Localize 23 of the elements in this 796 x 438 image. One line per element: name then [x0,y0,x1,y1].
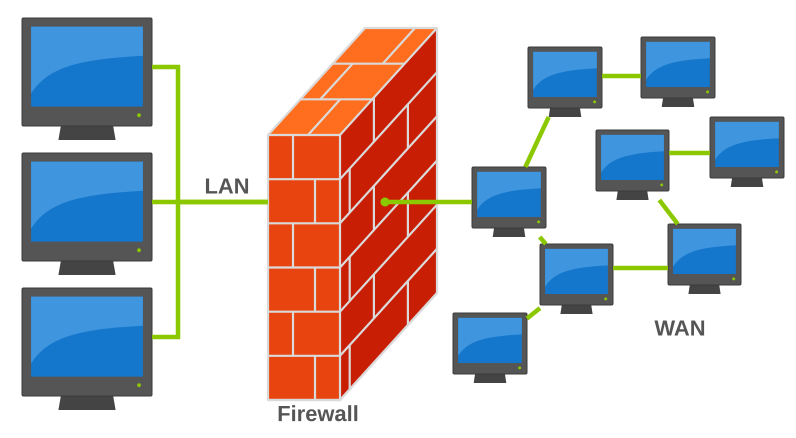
network-cable [669,150,710,156]
network-cable [602,74,641,78]
network-cable [523,116,551,168]
monitor-drawing [668,224,742,294]
monitor-drawing [22,18,152,140]
network-cable [526,306,542,320]
monitor-drawing [596,130,670,200]
firewall-label: Firewall [278,405,358,422]
monitor-drawing [452,312,528,383]
monitor-drawing [528,46,602,117]
monitor-drawing [540,244,614,314]
monitor-drawing [22,288,152,410]
monitor-drawing [22,152,152,275]
network-cable [538,236,548,246]
network-cable [613,266,668,270]
monitor-drawing [710,116,784,187]
monitor-drawing [472,166,546,237]
network-cable [152,200,268,340]
network-label: WAN [654,320,704,336]
monitor-drawing [640,36,716,107]
network-cable [380,198,472,206]
network-cable [658,198,680,226]
network-label: LAN [206,178,248,194]
